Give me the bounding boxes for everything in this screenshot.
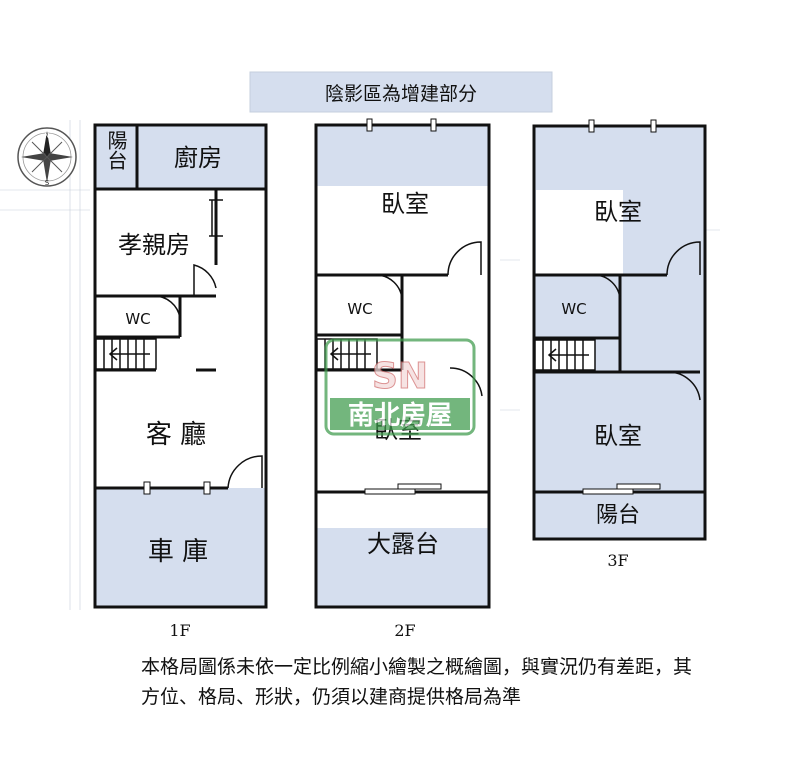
watermark-logo: SN 南北房屋	[324, 338, 476, 436]
stairs-1f	[95, 338, 157, 370]
watermark-letters: SN	[372, 356, 428, 397]
room-1f-living: 客 廳	[146, 420, 206, 450]
room-2f-terrace: 大露台	[367, 530, 439, 558]
stairs-3f	[534, 339, 596, 371]
floor-label-1f: 1F	[169, 621, 190, 640]
floor-2f: 臥室 WC 臥室 大露台 2F	[314, 118, 491, 640]
watermark-name: 南北房屋	[348, 401, 452, 431]
room-1f-wc: WC	[125, 310, 150, 328]
room-2f-bedroom-top: 臥室	[381, 190, 429, 218]
room-1f-parents: 孝親房	[118, 231, 190, 259]
compass-south: S	[45, 179, 50, 187]
disclaimer-text: 本格局圖係未依一定比例縮小繪製之概繪圖，與實況仍有差距，其方位、格局、形狀，仍須…	[141, 656, 693, 708]
room-3f-balcony: 陽台	[596, 503, 640, 528]
floor-label-3f: 3F	[607, 551, 628, 570]
room-1f-balcony: 陽台	[104, 130, 128, 170]
floor-1f: 陽台 廚房 孝親房 WC 客 廳 車 庫 1F	[93, 123, 268, 640]
room-1f-kitchen: 廚房	[174, 144, 222, 172]
legend-box: 陰影區為增建部分	[249, 71, 553, 113]
room-3f-bedroom-top: 臥室	[594, 198, 642, 226]
compass-icon: N S	[17, 127, 77, 187]
legend-text: 陰影區為增建部分	[325, 83, 477, 105]
compass-north: N	[44, 132, 49, 140]
room-2f-wc: WC	[347, 300, 372, 318]
room-3f-bedroom-mid: 臥室	[594, 422, 642, 450]
background-grid	[0, 120, 720, 610]
room-3f-wc: WC	[561, 300, 586, 318]
floor-3f: 臥室 WC 臥室 陽台 3F	[532, 119, 707, 570]
room-1f-garage: 車 庫	[148, 537, 208, 567]
floor-label-2f: 2F	[394, 621, 415, 640]
